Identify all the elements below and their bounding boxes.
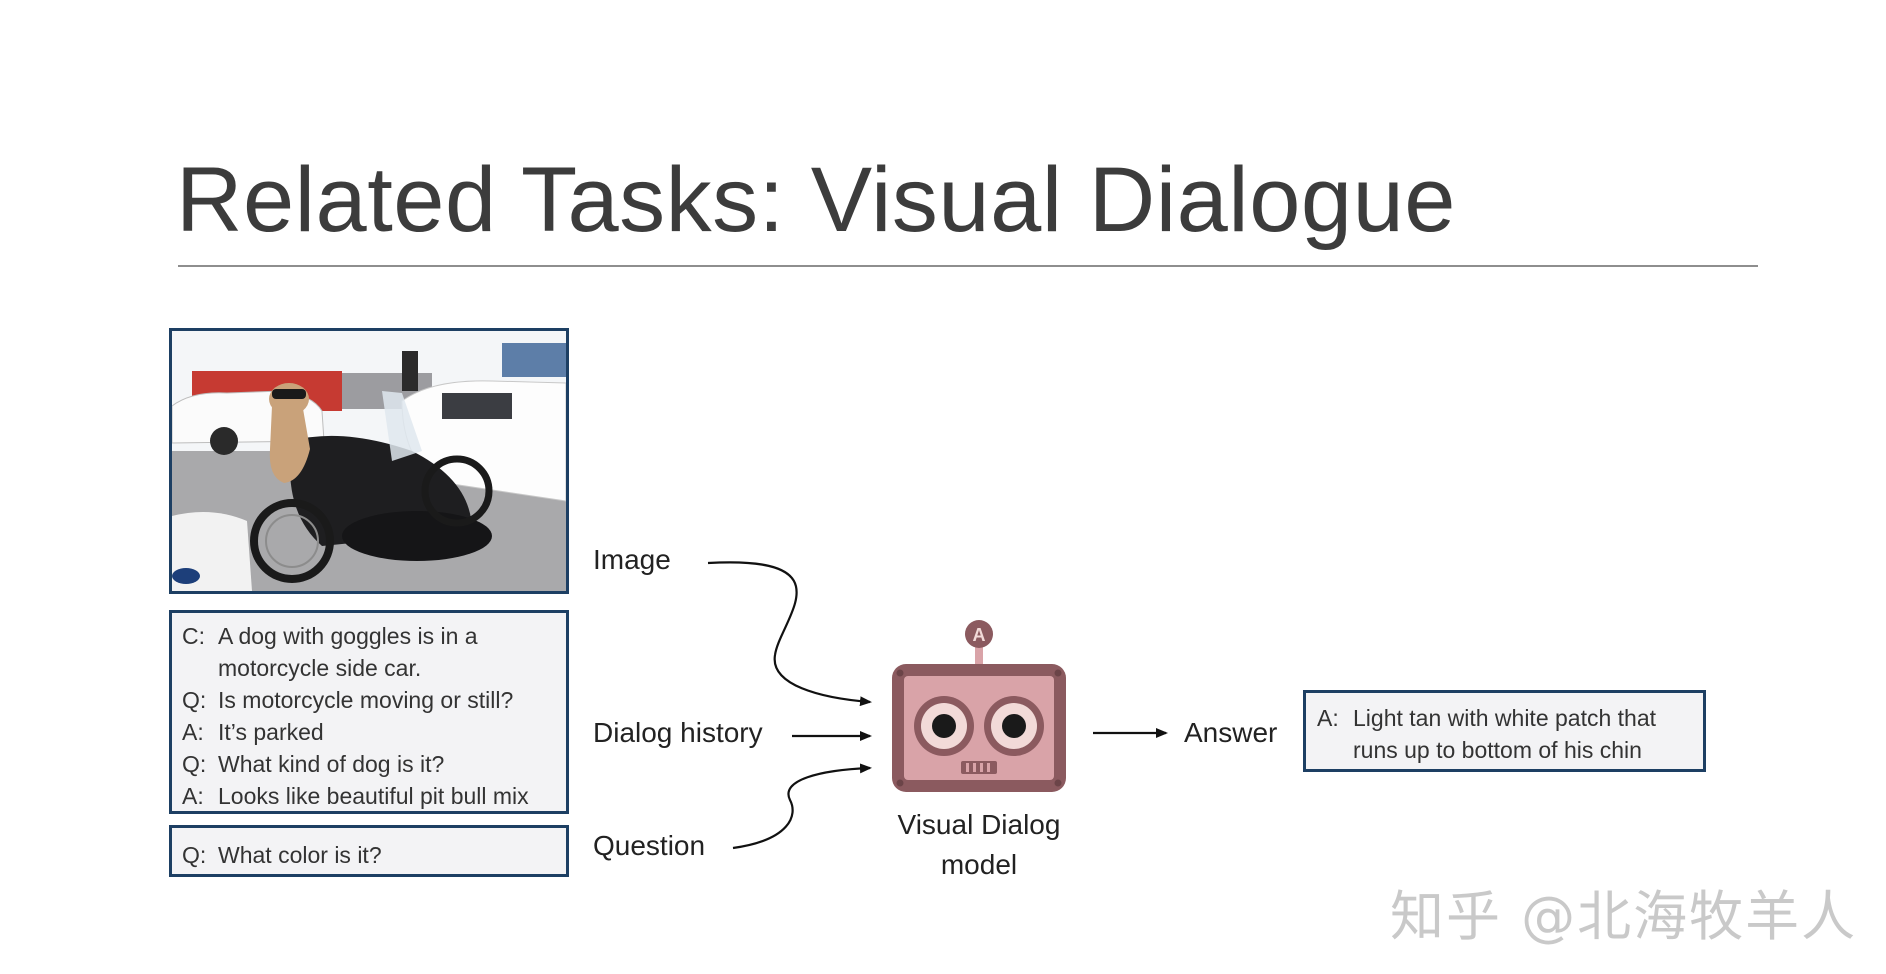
line-prefix (1317, 734, 1353, 766)
line-prefix: A: (182, 783, 204, 809)
dialog-history-label: Dialog history (593, 717, 763, 748)
line-text: A dog with goggles is in a (218, 623, 478, 649)
answer-label: Answer (1184, 717, 1278, 748)
line-prefix: Q: (182, 751, 207, 777)
line-text: What kind of dog is it? (218, 751, 445, 777)
line-text: runs up to bottom of his chin (1353, 737, 1642, 763)
line-text: Looks like beautiful pit bull mix (218, 783, 529, 809)
title-divider (178, 265, 1758, 267)
question-line: Q: What color is it? (182, 839, 560, 871)
question-box: Q: What color is it? (169, 825, 569, 877)
dialog-history-box: C: A dog with goggles is in a motorcycle… (169, 610, 569, 814)
line-text: Is motorcycle moving or still? (218, 687, 514, 713)
history-line: motorcycle side car. (182, 652, 560, 684)
line-prefix: A: (182, 719, 204, 745)
image-arrow (707, 561, 872, 707)
history-line: A: It’s parked (182, 716, 560, 748)
line-text: Light tan with white patch that (1353, 705, 1657, 731)
answer-line: A: Light tan with white patch that (1317, 702, 1697, 734)
line-text: It’s parked (218, 719, 324, 745)
input-image (169, 328, 569, 594)
image-label: Image (593, 544, 671, 575)
line-prefix: C: (182, 623, 205, 649)
model-label-line1: Visual Dialog (897, 809, 1061, 840)
answer-line: runs up to bottom of his chin (1317, 734, 1697, 766)
antenna-letter: A (973, 625, 986, 645)
history-line: C: A dog with goggles is in a (182, 620, 560, 652)
question-label: Question (593, 830, 706, 861)
history-line: Q: Is motorcycle moving or still? (182, 684, 560, 716)
line-prefix: Q: (182, 842, 207, 868)
line-prefix: Q: (182, 687, 207, 713)
answer-box: A: Light tan with white patch that runs … (1303, 690, 1706, 772)
history-line: Q: What kind of dog is it? (182, 748, 560, 780)
line-text: motorcycle side car. (218, 655, 422, 681)
robot-icon: A (890, 620, 1068, 795)
dog-sidecar-photo (172, 331, 566, 591)
line-prefix: A: (1317, 705, 1339, 731)
history-line: A: Looks like beautiful pit bull mix (182, 780, 560, 812)
watermark: 知乎 @北海牧羊人 (1390, 885, 1858, 948)
line-text: What color is it? (218, 842, 382, 868)
model-label-line2: model (940, 849, 1018, 880)
model-label: Visual Dialog model (879, 805, 1079, 885)
question-arrow (732, 763, 872, 850)
page-title: Related Tasks: Visual Dialogue (176, 149, 1456, 251)
